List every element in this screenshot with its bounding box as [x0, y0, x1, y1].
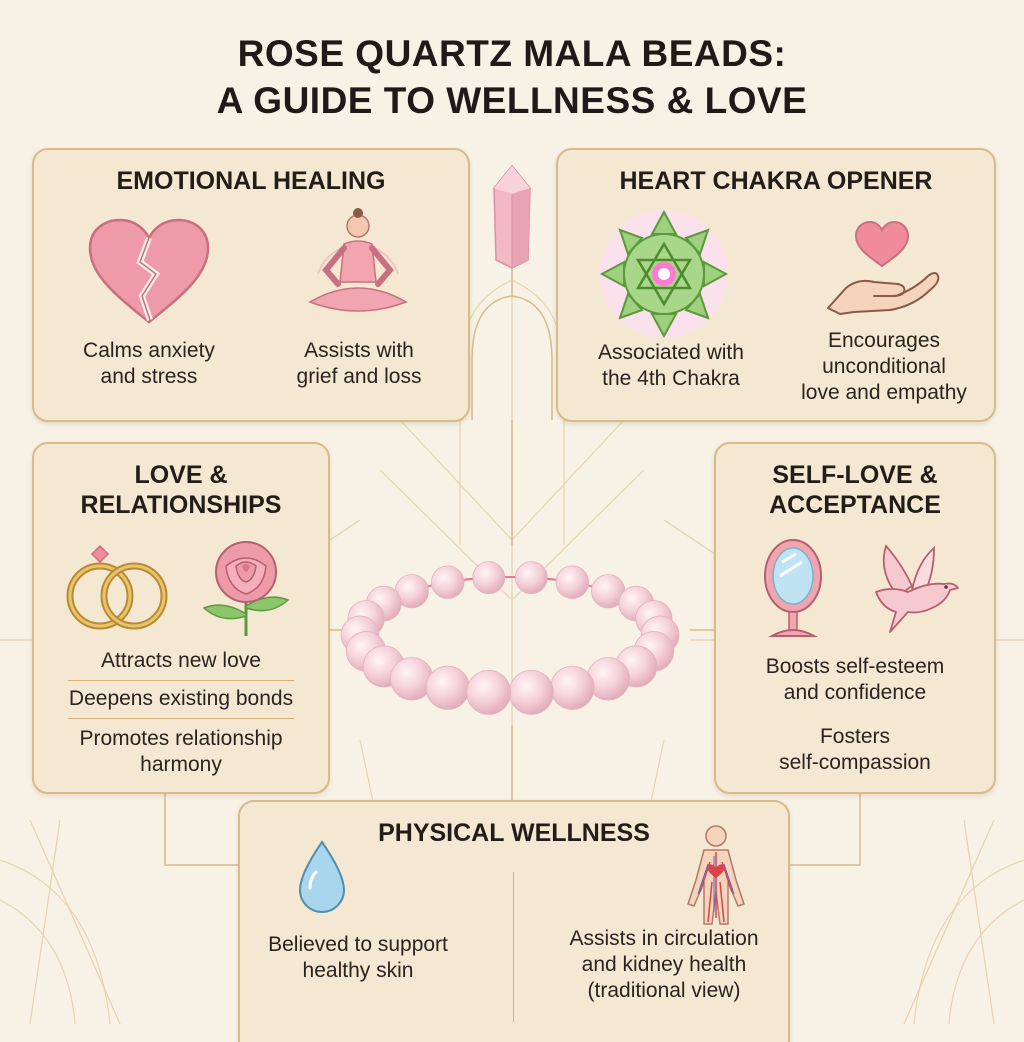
bracelet-bead [514, 561, 548, 594]
heart-chakra-card: HEART CHAKRA OPENER Associated with the … [556, 148, 996, 422]
healthy-skin-text: Believed to support healthy skin [268, 933, 448, 982]
rose-icon [202, 541, 290, 636]
emotional-healing-title: EMOTIONAL HEALING [116, 167, 386, 195]
deepens-bonds-text: Deepens existing bonds [68, 687, 294, 710]
self-love-title: SELF-LOVE & ACCEPTANCE [769, 461, 941, 519]
heart-chakra-title: HEART CHAKRA OPENER [619, 167, 933, 195]
dove-icon [875, 544, 959, 633]
attracts-love-text: Attracts new love [101, 649, 261, 672]
love-divider-1 [68, 680, 294, 681]
love-relationships-title: LOVE & RELATIONSHIPS [80, 461, 282, 519]
circulation-kidney-text: Assists in circulation and kidney health… [569, 927, 759, 1002]
page-title: ROSE QUARTZ MALA BEADS: A GUIDE TO WELLN… [0, 30, 1024, 124]
bracelet-bead [430, 565, 465, 599]
crystal-icon [493, 164, 531, 269]
meditation-icon [308, 208, 408, 312]
self-esteem-text: Boosts self-esteem and confidence [765, 655, 945, 704]
rings-icon [66, 544, 168, 630]
grief-loss-text: Assists with grief and loss [296, 339, 422, 388]
harmony-text: Promotes relationship harmony [79, 727, 283, 776]
bracelet-bead [425, 665, 470, 710]
mirror-icon [764, 539, 822, 637]
physical-wellness-title: PHYSICAL WELLNESS [378, 819, 650, 847]
self-love-card: SELF-LOVE & ACCEPTANCE Boosts self-estee… [714, 442, 996, 794]
bracelet-bead [550, 665, 595, 710]
heart-hand-icon [827, 220, 940, 315]
calms-anxiety-text: Calms anxiety and stress [83, 339, 215, 388]
bracelet-bead [508, 669, 554, 715]
physical-wellness-card: PHYSICAL WELLNESS Believed to support he… [238, 800, 790, 1042]
physical-divider [513, 872, 514, 1022]
fourth-chakra-text: Associated with the 4th Chakra [598, 341, 744, 390]
title-line-1: ROSE QUARTZ MALA BEADS: [237, 33, 787, 74]
bracelet-bead [472, 561, 506, 594]
love-divider-2 [68, 718, 294, 719]
title-line-2: A GUIDE TO WELLNESS & LOVE [216, 80, 808, 121]
unconditional-love-text: Encourages unconditional love and empath… [801, 329, 967, 404]
broken-heart-icon [88, 218, 210, 324]
water-drop-icon [298, 840, 346, 913]
heart-chakra-icon [599, 209, 729, 339]
emotional-healing-card: EMOTIONAL HEALING Calms anxiety and stre… [32, 148, 470, 422]
body-circulation-icon [687, 825, 745, 925]
bracelet-bead [555, 565, 589, 599]
self-compassion-text: Fosters self-compassion [779, 725, 931, 774]
rose-quartz-bracelet [340, 561, 680, 715]
bracelet-bead [466, 669, 512, 715]
love-relationships-card: LOVE & RELATIONSHIPS Attracts new love D… [32, 442, 330, 794]
